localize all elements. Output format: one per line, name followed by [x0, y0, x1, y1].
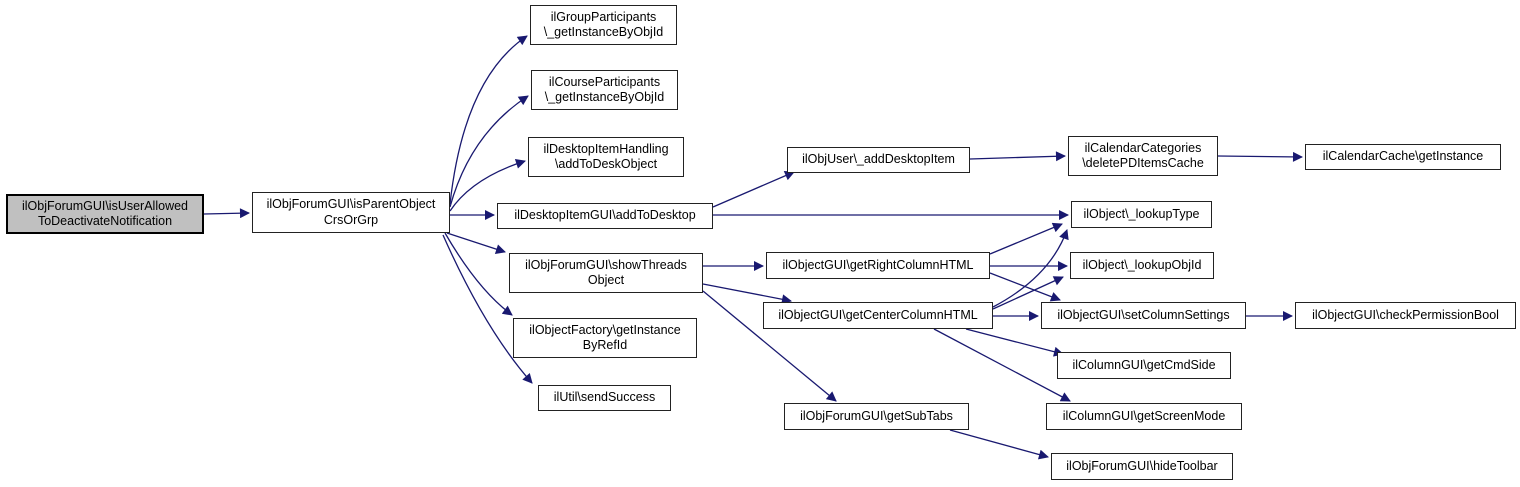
- node-sendSuccess[interactable]: ilUtil\sendSuccess: [538, 385, 671, 411]
- node-label-line: \deletePDItemsCache: [1082, 156, 1204, 170]
- node-ilGroupParticipants-getInstanceByObjId[interactable]: ilGroupParticipants\_getInstanceByObjId: [530, 5, 677, 45]
- node-getRightColumnHTML[interactable]: ilObjectGUI\getRightColumnHTML: [766, 252, 990, 279]
- edge-getRightColumnHTML-lookupType: [989, 222, 1063, 255]
- edge-getCenterColumnHTML-lookupObjId: [992, 276, 1064, 310]
- edge-addDesktopItem-deletePDItemsCache: [969, 151, 1066, 162]
- node-label-line: ilObjForumGUI\isParentObject: [266, 197, 436, 211]
- node-label-line: ilCourseParticipants: [548, 74, 661, 89]
- node-label-line: ilObjectGUI\checkPermissionBool: [1312, 307, 1499, 322]
- edge-showThreadsObject-getSubTabs: [702, 290, 837, 402]
- node-label-line: ToDeactivateNotification: [37, 214, 173, 228]
- edge-isParentObjectCrsOrGrp-sendSuccess: [442, 234, 533, 384]
- node-label-line: Object: [587, 273, 625, 287]
- node-getCenterColumnHTML[interactable]: ilObjectGUI\getCenterColumnHTML: [763, 302, 993, 329]
- node-addToDeskObject[interactable]: ilDesktopItemHandling\addToDeskObject: [528, 137, 684, 177]
- edge-isParentObjectCrsOrGrp-addToDeskObject: [449, 158, 526, 212]
- node-label-line: ilGroupParticipants: [550, 9, 657, 24]
- node-label-line: ilObjForumGUI\isUserAllowed: [21, 198, 188, 213]
- edge-isParentObjectCrsOrGrp-getInstanceByRefId: [444, 232, 513, 316]
- node-label-line: \_getInstanceByObjId: [543, 25, 664, 39]
- node-addDesktopItem[interactable]: ilObjUser\_addDesktopItem: [787, 147, 970, 173]
- node-label-line: ilColumnGUI\getCmdSide: [1072, 357, 1216, 372]
- node-hideToolbar[interactable]: ilObjForumGUI\hideToolbar: [1051, 453, 1233, 480]
- edge-isParentObjectCrsOrGrp-ilGroupParticipants-getInstanceByObjId: [449, 35, 528, 205]
- node-label-line: ilObjectFactory\getInstance: [529, 322, 681, 337]
- edge-showThreadsObject-getCenterColumnHTML: [702, 283, 792, 305]
- node-label-line: ilDesktopItemGUI\addToDesktop: [514, 208, 696, 223]
- edge-isParentObjectCrsOrGrp-ilCourseParticipants-getInstanceByObjId: [449, 95, 529, 208]
- node-calendarCacheGetInstance[interactable]: ilCalendarCache\getInstance: [1305, 144, 1501, 170]
- node-lookupObjId[interactable]: ilObject\_lookupObjId: [1070, 252, 1214, 279]
- node-getSubTabs[interactable]: ilObjForumGUI\getSubTabs: [784, 403, 969, 430]
- node-label-line: \addToDeskObject: [554, 157, 658, 171]
- node-addToDesktop[interactable]: ilDesktopItemGUI\addToDesktop: [497, 203, 713, 229]
- node-getScreenMode[interactable]: ilColumnGUI\getScreenMode: [1046, 403, 1242, 430]
- node-label-line: ByRefId: [582, 338, 628, 352]
- node-label-line: ilObject\_lookupType: [1083, 206, 1200, 221]
- node-label-line: ilObjUser\_addDesktopItem: [802, 152, 955, 167]
- edge-getCenterColumnHTML-getCmdSide: [965, 328, 1064, 357]
- node-ilCourseParticipants-getInstanceByObjId[interactable]: ilCourseParticipants\_getInstanceByObjId: [531, 70, 678, 110]
- node-label-line: ilObject\_lookupObjId: [1082, 257, 1202, 272]
- edge-getSubTabs-hideToolbar: [949, 429, 1049, 460]
- node-label-line: ilCalendarCategories: [1084, 140, 1202, 155]
- node-label-line: ilUtil\sendSuccess: [553, 390, 656, 405]
- edge-isUserAllowedToDeactivateNotification-isParentObjectCrsOrGrp: [203, 208, 250, 219]
- node-label-line: ilColumnGUI\getScreenMode: [1062, 408, 1226, 423]
- node-setColumnSettings[interactable]: ilObjectGUI\setColumnSettings: [1041, 302, 1246, 329]
- node-label-line: ilCalendarCache\getInstance: [1322, 149, 1484, 164]
- edge-getCenterColumnHTML-getScreenMode: [933, 328, 1071, 402]
- edge-isParentObjectCrsOrGrp-showThreadsObject: [446, 232, 506, 254]
- node-label-line: ilObjForumGUI\getSubTabs: [800, 408, 953, 423]
- node-label-line: ilObjectGUI\getRightColumnHTML: [782, 257, 974, 272]
- edge-addToDesktop-addDesktopItem: [712, 170, 795, 208]
- node-label-line: ilDesktopItemHandling: [543, 141, 669, 156]
- node-label-line: ilObjectGUI\setColumnSettings: [1057, 307, 1230, 322]
- node-lookupType[interactable]: ilObject\_lookupType: [1071, 201, 1212, 228]
- edge-getCenterColumnHTML-lookupType: [992, 229, 1069, 308]
- node-label-line: CrsOrGrp: [323, 212, 379, 227]
- node-deletePDItemsCache[interactable]: ilCalendarCategories\deletePDItemsCache: [1068, 136, 1218, 176]
- node-label-line: \_getInstanceByObjId: [544, 90, 665, 104]
- node-getCmdSide[interactable]: ilColumnGUI\getCmdSide: [1057, 352, 1231, 379]
- node-label-line: ilObjectGUI\getCenterColumnHTML: [778, 307, 978, 322]
- node-checkPermissionBool[interactable]: ilObjectGUI\checkPermissionBool: [1295, 302, 1516, 329]
- node-label-line: ilObjForumGUI\showThreads: [525, 257, 687, 272]
- edge-deletePDItemsCache-calendarCacheGetInstance: [1217, 151, 1303, 162]
- node-label-line: ilObjForumGUI\hideToolbar: [1066, 458, 1218, 473]
